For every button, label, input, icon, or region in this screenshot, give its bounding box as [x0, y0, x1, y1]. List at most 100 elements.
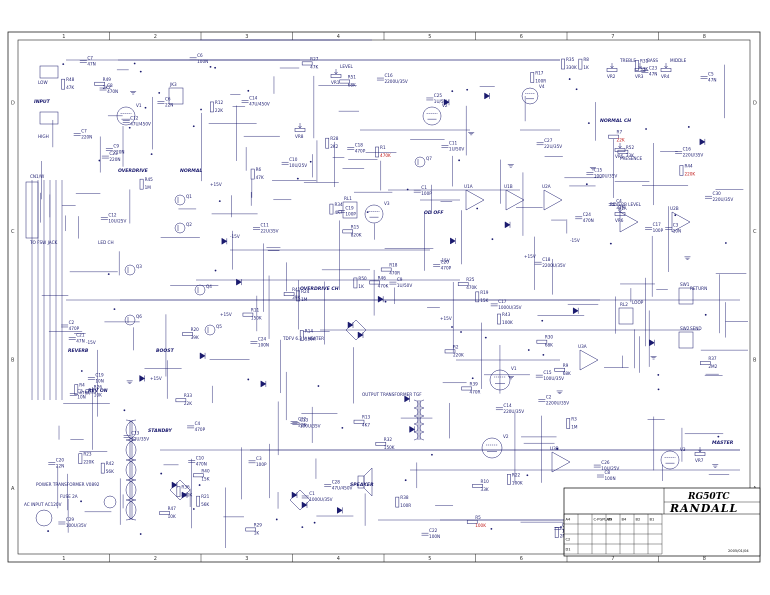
capacitor-value: 47N: [87, 62, 95, 67]
tube-ref: V4: [539, 84, 545, 89]
capacitor-value: 1000U/35V: [309, 497, 332, 502]
capacitor-value: 470P: [355, 148, 366, 153]
fuse-label: FUSE 2A: [60, 494, 78, 499]
capacitor-ref: C22: [429, 528, 438, 533]
zone-col-bottom: 6: [520, 556, 523, 562]
capacitor-ref: C10: [289, 157, 298, 162]
resistor-value: 150K: [384, 445, 395, 450]
resistor-ref: R35: [566, 57, 575, 62]
speaker-label: SPEAKER: [350, 482, 374, 488]
transistor-ref: Q5: [216, 324, 222, 329]
capacitor-value: 470N: [196, 462, 207, 467]
zone-col-top: 1: [62, 34, 65, 40]
resistor-value: 220K: [453, 352, 464, 357]
capacitor-value: 220U/35V: [503, 409, 524, 414]
title-block-cell: C2: [566, 538, 571, 542]
capacitor-value: 47N: [76, 338, 84, 343]
capacitor-ref: C24: [258, 336, 267, 341]
capacitor-value: 470P: [441, 266, 452, 271]
capacitor-ref: C29: [66, 517, 75, 522]
opamp-ref: U1A: [618, 206, 627, 211]
capacitor-ref: C6: [165, 96, 171, 101]
rail-label: -15V: [440, 258, 450, 263]
capacitor-ref: C4: [616, 198, 622, 203]
resistor-ref: R10: [481, 479, 490, 484]
normal-ch-label: NORMAL CH: [600, 118, 631, 124]
resistor-value: 1M: [145, 185, 152, 190]
capacitor-ref: C7: [81, 129, 87, 134]
resistor-value: 1M: [571, 424, 578, 429]
capacitor-ref: C3: [673, 222, 679, 227]
pot-ref: VR5: [615, 154, 624, 159]
resistor-value: 470R: [389, 271, 400, 276]
transistor-ref: Q2: [186, 222, 192, 227]
resistor-value: 33K: [481, 487, 489, 492]
capacitor-value: 220U/35V: [683, 153, 704, 158]
rail-label: +15V: [150, 376, 162, 381]
zone-row-right: B: [753, 357, 757, 363]
capacitor-ref: C15: [594, 168, 603, 173]
capacitor-ref: C1: [309, 491, 315, 496]
title-block-cell: C-PGPLAN: [594, 518, 612, 522]
resistor-ref: R36: [181, 485, 190, 490]
capacitor-ref: C4: [195, 421, 201, 426]
resistor-value: 1K: [358, 284, 364, 289]
capacitor-value: 470N: [583, 218, 594, 223]
resistor-value: 68K: [563, 371, 571, 376]
capacitor-ref: C12: [130, 116, 139, 121]
resistor-value: 4K7: [334, 210, 342, 215]
capacitor-value: 22U/35V: [544, 144, 562, 149]
high-label: HIGH: [38, 134, 49, 139]
resistor-ref: R24: [301, 289, 310, 294]
capacitor-ref: C3: [256, 456, 262, 461]
capacitor-ref: C27: [544, 138, 553, 143]
capacitor-value: 10U/25V: [601, 466, 619, 471]
capacitor-value: 2200U/35V: [384, 79, 407, 84]
capacitor-value: 100N: [197, 59, 208, 64]
resistor-value: 47K: [66, 85, 74, 90]
resistor-ref: R50: [358, 276, 367, 281]
resistor-value: 820K: [351, 232, 362, 237]
resistor-value: 100R: [535, 78, 546, 83]
capacitor-value: 1000U/35V: [594, 174, 617, 179]
switch-ref: JK3: [169, 82, 177, 87]
capacitor-ref: C20: [441, 260, 450, 265]
zone-col-bottom: 8: [703, 556, 706, 562]
resistor-ref: R20: [191, 327, 200, 332]
capacitor-ref: C26: [601, 460, 610, 465]
resistor-ref: R9: [563, 363, 569, 368]
component-labels: C1100PC2470PC310NR1470KR2220KC422NC547NC…: [56, 53, 734, 539]
led-ch-label: LED CH: [98, 240, 114, 245]
resistor-value: 2K2: [103, 85, 111, 90]
pot-ref: VR3: [635, 74, 644, 79]
capacitor-ref: C9: [113, 144, 119, 149]
zone-col-top: 8: [703, 34, 706, 40]
title-block-cell: B5: [608, 518, 613, 522]
opamp-ref: U1A: [464, 184, 473, 189]
capacitor-value: 1000U/35V: [498, 305, 521, 310]
zone-row-left: C: [11, 229, 15, 235]
resistor-ref: R39: [470, 381, 479, 386]
capacitor-ref: C11: [261, 222, 270, 227]
resistor-value: 22K: [617, 138, 625, 143]
capacitor-ref: C30: [713, 191, 722, 196]
output-transformer-label: OUTPUT TRANSFORMER TGF: [362, 392, 422, 397]
opamp-ref: U1B: [504, 184, 513, 189]
capacitor-value: 10U/25V: [108, 218, 126, 223]
resistor-value: 2K2: [330, 144, 338, 149]
wiring: [31, 39, 748, 548]
switch-ref: RL1: [344, 196, 352, 201]
title-block-cell: B4: [622, 518, 627, 522]
resistor-ref: R52: [626, 145, 635, 150]
resistor-ref: R46: [378, 275, 387, 280]
resistor-value: 100K: [502, 320, 513, 325]
capacitor-ref: C8: [604, 470, 610, 475]
capacitor-ref: C24: [583, 212, 592, 217]
title-block-cell: A4: [566, 518, 571, 522]
rail-label: -15V: [570, 238, 580, 243]
standby-label: STANDBY: [148, 428, 173, 434]
resistor-ref: R43: [502, 312, 511, 317]
brand-name: RANDALL: [669, 502, 738, 515]
resistor-ref: R1: [380, 145, 386, 150]
